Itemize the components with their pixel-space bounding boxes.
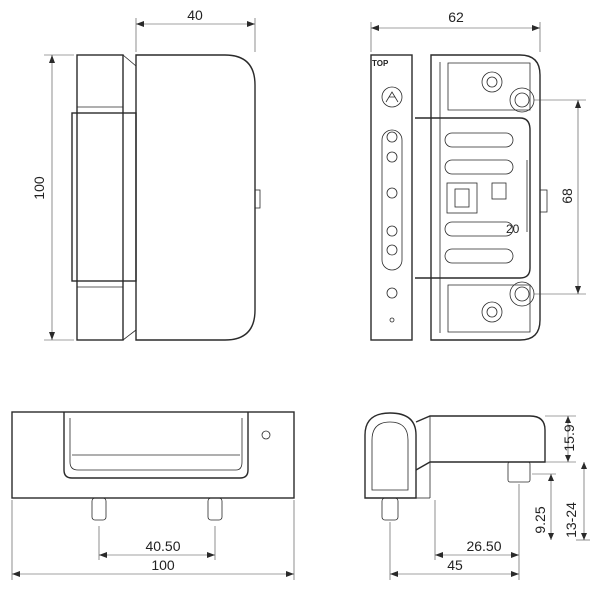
dim-total-width-100: 100 [151,557,175,573]
top-label: TOP [372,59,389,68]
dim-width-40: 40 [187,7,203,23]
front-view: 40 100 [31,7,261,341]
dim-height-15-9: 15.9 [561,424,577,451]
adjust-label-20: 20 [506,222,520,236]
dim-pin-9-25: 9.25 [532,506,548,533]
dim-range-13-24: 13-24 [563,502,579,538]
dim-height-100: 100 [31,176,47,200]
dim-overall-45: 45 [447,557,463,573]
dim-offset-26-50: 26.50 [466,538,501,554]
dim-width-62: 62 [448,9,464,25]
bottom-view: 40.50 100 [11,411,295,580]
section-view: 15.9 9.25 13-24 26.50 45 [364,412,590,580]
side-view: TOP 20 [370,9,586,341]
dim-hole-pitch-40-50: 40.50 [145,538,180,554]
dim-hole-spacing-68: 68 [559,188,575,204]
